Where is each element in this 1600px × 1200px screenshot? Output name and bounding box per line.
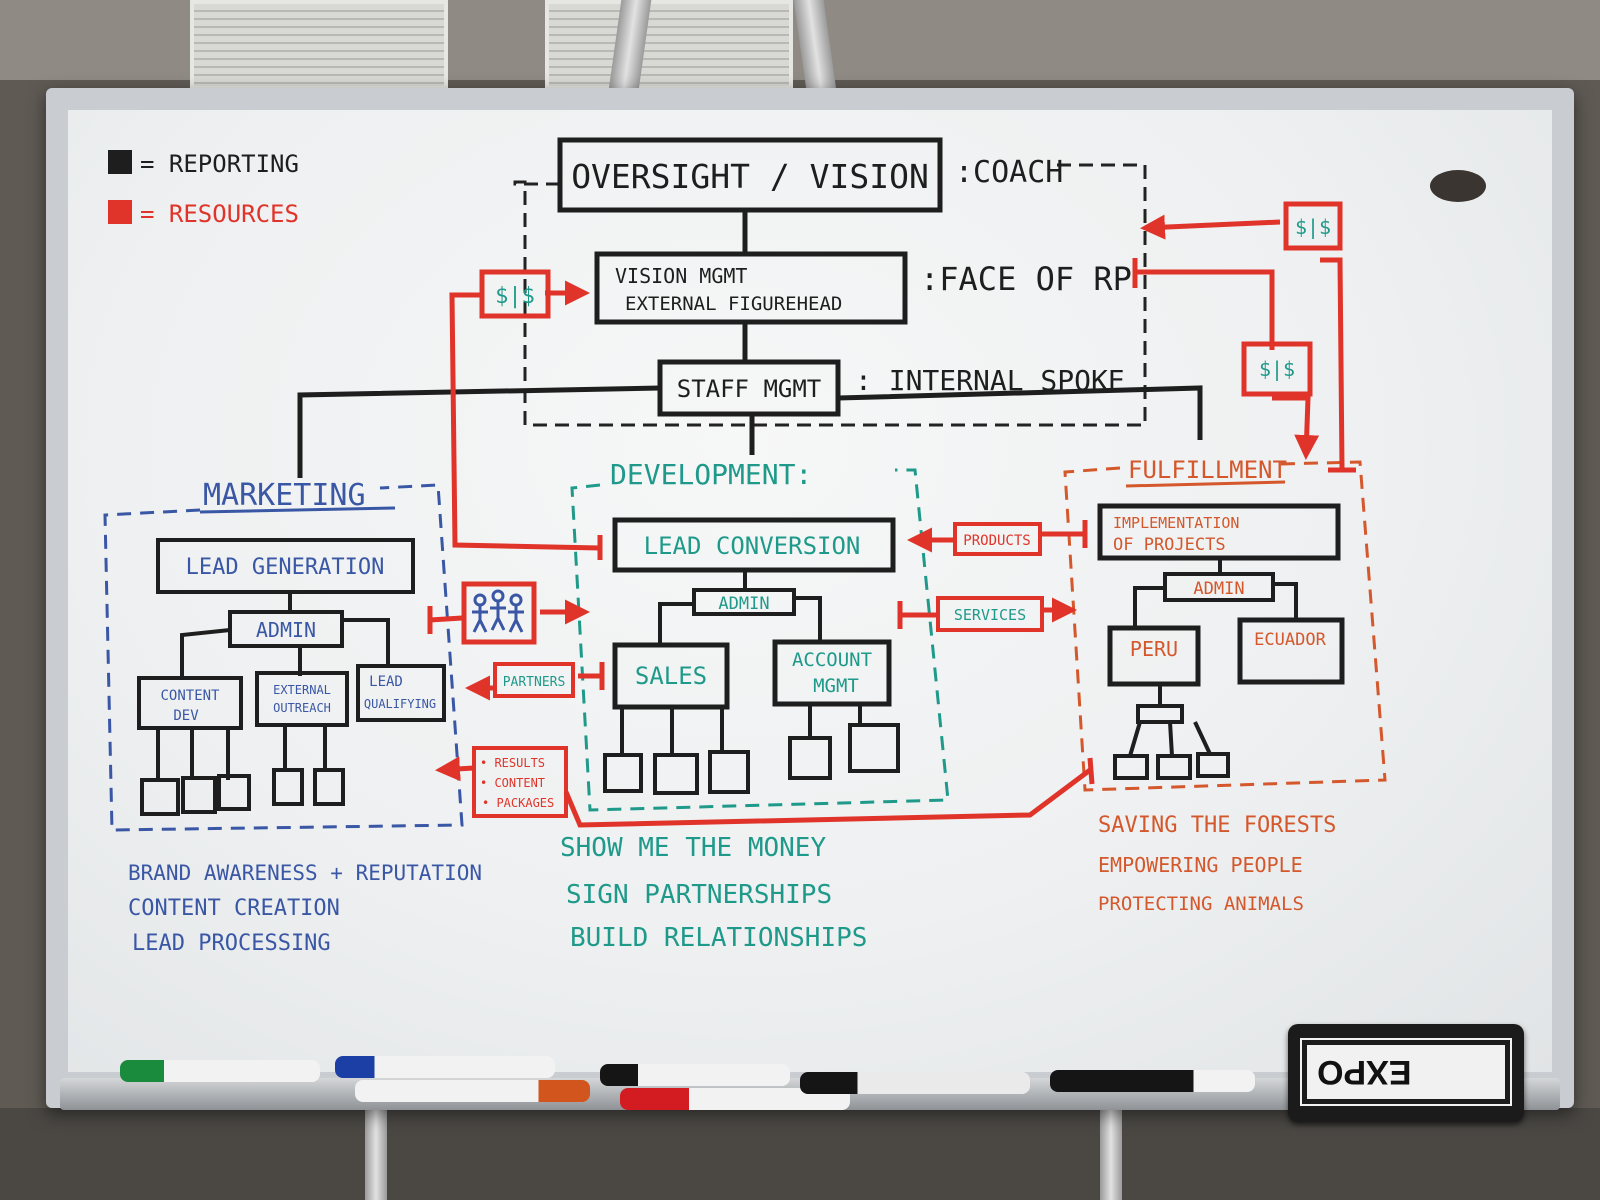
legend-resources: = RESOURCES (140, 200, 299, 228)
results-box (472, 746, 568, 818)
implementation-label-2: OF PROJECTS (1113, 535, 1226, 555)
green-marker (120, 1060, 320, 1082)
lead-qualifying-box (356, 664, 446, 722)
black-marker (600, 1064, 790, 1086)
partners-label: PARTNERS (503, 675, 566, 690)
lead-generation-label: LEAD GENERATION (186, 555, 385, 580)
lead-conversion-box (612, 517, 896, 573)
red-marker (620, 1088, 850, 1110)
services-label: SERVICES (954, 606, 1026, 624)
development-goal-1: SHOW ME THE MONEY (560, 833, 826, 863)
account-mgmt-label: ACCOUNT (792, 649, 872, 671)
partners-box (493, 662, 575, 698)
face-of-rp-label: :FACE OF RP (920, 260, 1132, 298)
lead-qualifying-label: LEAD (369, 674, 403, 690)
development-sub-units (603, 704, 900, 795)
marketing-title: MARKETING (203, 478, 366, 513)
easel-leg (1100, 1105, 1122, 1200)
fulfillment-admin-label: ADMIN (1193, 579, 1244, 599)
window-blinds-left (190, 0, 448, 90)
easel-leg (365, 1105, 387, 1200)
implementation-label: IMPLEMENTATION (1113, 514, 1239, 532)
marketing-admin-box (228, 610, 344, 648)
marketing-goal-1: BRAND AWARENESS + REPUTATION (128, 861, 482, 885)
reporting-line (837, 385, 1203, 440)
staff-mgmt-label: STAFF MGMT (677, 375, 822, 403)
development-admin-label: ADMIN (718, 594, 769, 614)
development-goal-2: SIGN PARTNERSHIPS (566, 880, 832, 910)
resource-flow-stops (427, 258, 1356, 785)
board-smudge (1430, 170, 1486, 202)
lead-generation-box (156, 538, 415, 594)
coach-label: :COACH (955, 155, 1063, 190)
floor (0, 1108, 1600, 1200)
oversight-dashed-region (513, 163, 1147, 427)
account-mgmt-box (772, 639, 892, 707)
black-marker (1050, 1070, 1255, 1092)
marketing-goal-3: LEAD PROCESSING (132, 931, 331, 956)
development-goal-3: BUILD RELATIONSHIPS (570, 923, 867, 953)
money-box-right-mid (1241, 341, 1313, 397)
fulfillment-goal-1: SAVING THE FORESTS (1098, 813, 1336, 838)
development-title: DEVELOPMENT: (610, 458, 812, 491)
content-dev-label: CONTENT (160, 688, 220, 704)
marketing-title-underline (199, 506, 396, 514)
sales-label: SALES (635, 662, 707, 690)
people-box (461, 581, 537, 645)
resource-flow-lines (429, 214, 1345, 828)
marketing-dashed-region (103, 483, 464, 832)
fulfillment-goal-3: PROTECTING ANIMALS (1098, 893, 1304, 915)
legend-black-swatch (108, 150, 132, 174)
lead-conversion-label: LEAD CONVERSION (644, 532, 861, 560)
vision-mgmt-label: VISION MGMT (615, 264, 747, 288)
development-dashed-region (570, 468, 950, 812)
fulfillment-title-underline (1125, 480, 1286, 488)
marketing-admin-label: ADMIN (256, 618, 316, 642)
black-marker (800, 1072, 1030, 1094)
content-dev-label-2: DEV (173, 708, 199, 724)
vision-mgmt-box (594, 251, 908, 325)
orange-marker (355, 1080, 590, 1102)
external-outreach-label-2: OUTREACH (273, 701, 331, 715)
fulfillment-title: FULFILLMENT (1128, 456, 1287, 484)
products-label: PRODUCTS (963, 533, 1030, 549)
marketing-goal-2: CONTENT CREATION (128, 896, 340, 921)
reporting-line (658, 596, 822, 645)
packages-label: • PACKAGES (482, 796, 554, 810)
content-label: • CONTENT (480, 776, 545, 790)
ecuador-label: ECUADOR (1254, 630, 1326, 650)
account-mgmt-label-2: MGMT (813, 675, 859, 697)
fulfillment-sub-units (1113, 684, 1230, 780)
money-symbol-left: $|$ (495, 284, 535, 309)
peru-box (1107, 625, 1201, 687)
money-box-right-top (1283, 201, 1343, 251)
people-icon (472, 589, 524, 633)
results-label: • RESULTS (480, 756, 545, 770)
oversight-box (557, 137, 943, 213)
money-box-left (479, 269, 551, 319)
legend-reporting: = REPORTING (140, 150, 299, 178)
services-box (936, 596, 1044, 632)
external-outreach-box (255, 671, 349, 727)
money-symbol-right-mid: $|$ (1259, 357, 1295, 381)
products-box (953, 522, 1042, 556)
reporting-line (297, 385, 661, 478)
ecuador-box (1237, 617, 1345, 685)
oversight-label: OVERSIGHT / VISION (571, 157, 929, 196)
legend-red-swatch (108, 200, 132, 224)
peru-label: PERU (1130, 637, 1178, 661)
blue-marker (335, 1056, 555, 1078)
expo-eraser: EXPO (1288, 1024, 1524, 1122)
external-outreach-label: EXTERNAL (273, 683, 331, 697)
lead-qualifying-label-2: QUALIFYING (364, 697, 436, 711)
reporting-line (1133, 582, 1298, 628)
external-figurehead-label: EXTERNAL FIGUREHEAD (625, 293, 842, 315)
fulfillment-goal-2: EMPOWERING PEOPLE (1098, 853, 1303, 877)
marketing-sub-units (140, 725, 345, 816)
money-symbol-right-top: $|$ (1295, 215, 1331, 239)
